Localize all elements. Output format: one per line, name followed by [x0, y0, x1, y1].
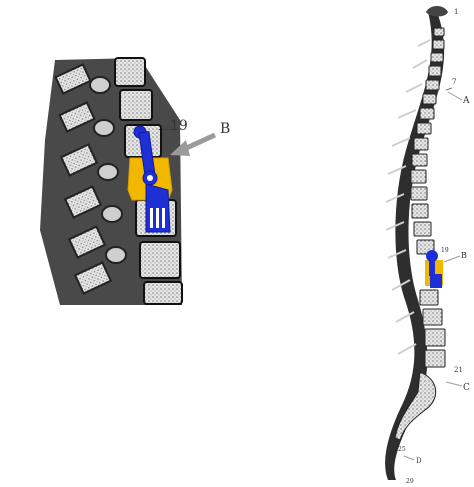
label-7: 7	[452, 78, 456, 86]
zoom-letter-label: B	[220, 121, 230, 137]
label-29: 29	[406, 478, 414, 485]
label-C: C	[463, 383, 470, 393]
label-21: 21	[454, 366, 463, 374]
label-1: 1	[454, 8, 458, 16]
label-A: A	[462, 96, 470, 106]
zoom-number-label: 19	[170, 118, 188, 134]
label-25: 25	[398, 446, 406, 453]
label-D: D	[416, 457, 422, 465]
full-spine	[385, 6, 448, 480]
label-B: B	[461, 251, 467, 260]
label-19: 19	[441, 247, 449, 254]
zoomed-spine-section	[40, 58, 182, 305]
